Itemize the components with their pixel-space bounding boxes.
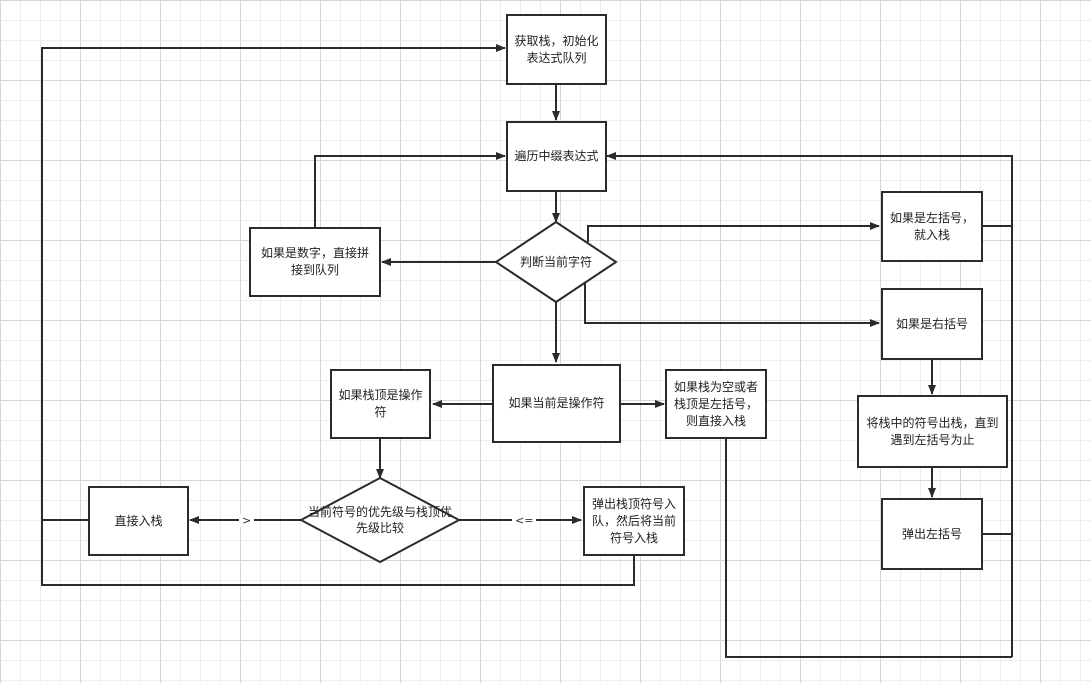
node-operator-text: 如果当前是操作符 xyxy=(508,396,605,410)
node-empty-or-left-text: 如果栈为空或者栈顶是左括号，则直接入栈 xyxy=(673,379,758,428)
edge-judge-to-right-paren xyxy=(584,283,880,327)
edge-number-to-traverse xyxy=(314,152,506,227)
node-pop-until-left-text: 将栈中的符号出栈，直到遇到左括号为止 xyxy=(866,415,999,447)
node-stack-top-operator-text: 如果栈顶是操作符 xyxy=(338,388,423,419)
node-start-text: 获取栈，初始化表达式队列 xyxy=(514,33,599,65)
edge-right-loop-to-traverse xyxy=(606,152,1013,657)
edge-pop-push-to-loop xyxy=(41,520,635,586)
node-left-paren-text: 如果是左括号，就入栈 xyxy=(889,210,974,242)
node-pop-left: 弹出左括号 xyxy=(881,498,983,570)
compare-diamond-text: 当前符号的优先级与栈顶优先级比较 xyxy=(308,503,452,537)
node-operator: 如果当前是操作符 xyxy=(492,364,621,443)
node-pop-left-text: 弹出左括号 xyxy=(901,526,962,541)
edge-label-less-equal: <= xyxy=(512,514,537,527)
edge-empty-to-loop xyxy=(725,438,1012,658)
compare-diamond xyxy=(298,476,462,564)
node-number: 如果是数字，直接拼接到队列 xyxy=(249,227,381,297)
node-number-text: 如果是数字，直接拼接到队列 xyxy=(260,246,369,277)
node-left-paren: 如果是左括号，就入栈 xyxy=(881,191,983,262)
node-pop-then-push: 弹出栈顶符号入队，然后将当前符号入栈 xyxy=(583,486,685,556)
node-start: 获取栈，初始化表达式队列 xyxy=(506,14,607,85)
node-push-direct: 直接入栈 xyxy=(88,486,189,556)
node-right-paren: 如果是右括号 xyxy=(881,288,983,360)
judge-diamond-text: 判断当前字符 xyxy=(500,252,612,272)
edge-push-to-start xyxy=(41,44,506,521)
node-push-direct-text: 直接入栈 xyxy=(114,513,163,528)
node-right-paren-text: 如果是右括号 xyxy=(895,316,968,331)
node-empty-or-left: 如果栈为空或者栈顶是左括号，则直接入栈 xyxy=(665,369,767,439)
edge-label-greater: > xyxy=(239,514,255,527)
node-traverse-text: 遍历中缀表达式 xyxy=(514,149,599,163)
node-pop-until-left: 将栈中的符号出栈，直到遇到左括号为止 xyxy=(857,395,1008,468)
judge-diamond xyxy=(494,220,618,304)
node-stack-top-operator: 如果栈顶是操作符 xyxy=(330,369,431,439)
edge-judge-to-left-paren xyxy=(587,222,880,242)
node-pop-then-push-text: 弹出栈顶符号入队，然后将当前符号入栈 xyxy=(591,496,676,545)
node-traverse: 遍历中缀表达式 xyxy=(506,121,607,192)
compare-diamond-label: 当前符号的优先级与栈顶优先级比较 xyxy=(308,505,453,535)
judge-diamond-label: 判断当前字符 xyxy=(519,255,592,269)
